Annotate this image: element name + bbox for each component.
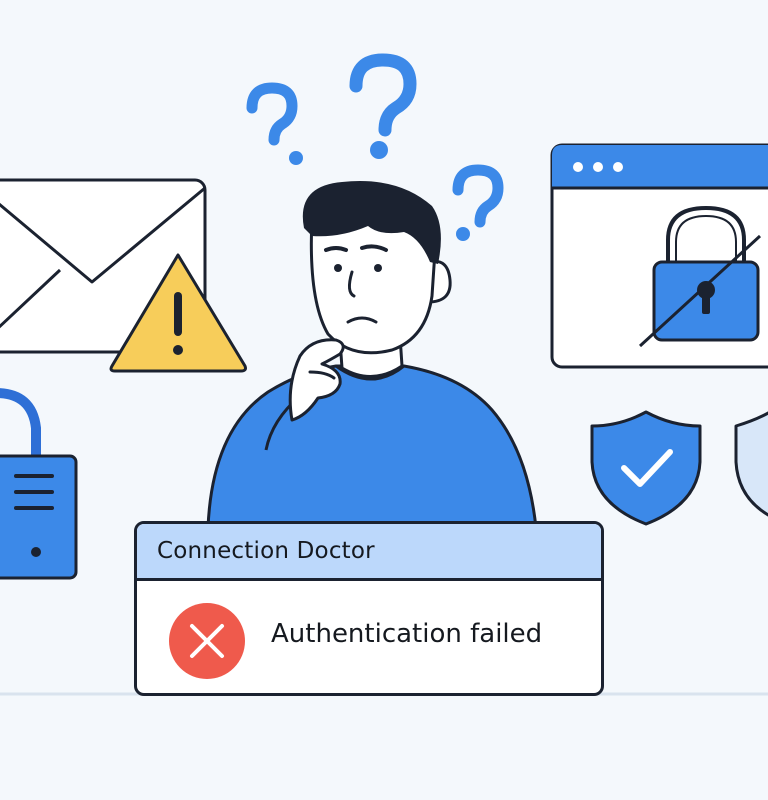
question-mark-icon bbox=[349, 53, 417, 159]
broken-padlock-icon bbox=[638, 205, 762, 348]
connection-doctor-dialog: Connection Doctor Authentication failed bbox=[134, 521, 604, 696]
dialog-body: Authentication failed bbox=[137, 581, 601, 693]
person-illustration bbox=[206, 181, 538, 530]
question-mark-icon bbox=[452, 164, 504, 241]
server-icon bbox=[0, 388, 78, 580]
shield-check-icon bbox=[590, 410, 702, 526]
warning-triangle-icon bbox=[109, 253, 247, 373]
shield-icon bbox=[734, 411, 768, 517]
dialog-titlebar: Connection Doctor bbox=[137, 524, 601, 581]
question-mark-icon bbox=[246, 82, 303, 165]
dialog-title: Connection Doctor bbox=[157, 538, 375, 564]
error-x-icon bbox=[169, 603, 245, 679]
dialog-message: Authentication failed bbox=[271, 619, 543, 649]
